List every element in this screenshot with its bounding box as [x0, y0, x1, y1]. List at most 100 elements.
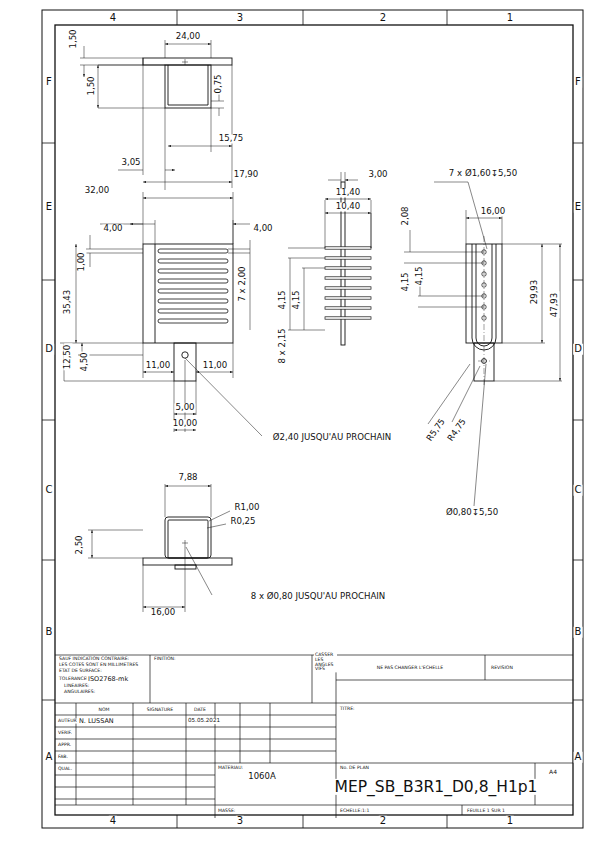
title-block-text: MEP_SB_B3R1_D0,8_H1p1: [334, 779, 539, 795]
inner-frame: [55, 25, 573, 815]
dimension-text: 16,00: [480, 207, 507, 216]
title-block-text: 1060A: [247, 772, 276, 781]
dimension-text: 4,15: [401, 271, 410, 292]
title-block-text: NE PAS CHANGER L'ECHELLE: [376, 666, 444, 671]
bottom-view-dimensions: [88, 484, 230, 612]
dimension-text: 5,00: [174, 403, 195, 412]
zone-label: B: [574, 627, 583, 638]
dimension-text: 10,00: [172, 419, 199, 428]
right-view: [466, 236, 502, 385]
zone-label: 3: [236, 13, 244, 24]
dimension-text: Ø2,40 JUSQU'AU PROCHAIN: [272, 433, 392, 442]
dimension-text: 4,15: [292, 289, 301, 310]
title-block-text: SAUF INDICATION CONTRAIRE:: [58, 657, 130, 662]
bottom-view: [143, 517, 232, 569]
front-view: [143, 244, 233, 381]
zone-label: 1: [506, 816, 514, 827]
dimension-text: 8 x 2,15: [278, 327, 287, 364]
right-holes: [482, 250, 486, 320]
dimension-text: 3,05: [120, 158, 141, 167]
dimension-text: 7 x Ø1,60↧5,50: [448, 169, 518, 178]
dimension-text: R4,75: [446, 416, 469, 443]
top-view: [143, 58, 232, 108]
dimension-text: 11,00: [202, 361, 229, 370]
zone-label: F: [574, 77, 582, 88]
title-block-text: A4: [548, 769, 558, 775]
dimension-text: 10,40: [335, 202, 362, 211]
title-block-text: SIGNATURE: [146, 708, 174, 713]
title-block-text: VERIF.: [57, 731, 73, 736]
dimension-text: 1,50: [87, 75, 96, 96]
side-pins: [325, 247, 371, 319]
dimension-text: 2,08: [401, 205, 410, 226]
dimension-text: 17,90: [233, 170, 260, 179]
right-view-dimensions: [404, 182, 562, 506]
zone-label: A: [574, 752, 583, 763]
zone-label: B: [45, 627, 54, 638]
title-block-text: LES COTES SONT EN MILLIMETRES: [58, 663, 139, 668]
title-block-text: ECHELLE:1:1: [339, 809, 370, 814]
dimension-text: 3,00: [367, 170, 388, 179]
zone-label: D: [573, 344, 583, 355]
dimension-text: Ø0,80↧5,50: [445, 508, 499, 517]
dimension-text: 4,15: [278, 289, 287, 310]
dimension-text: 35,43: [63, 289, 72, 316]
title-block-text: FAB.: [57, 755, 69, 760]
title-block-text: No. DE PLAN: [339, 766, 370, 771]
dimension-text: 0,75: [214, 73, 223, 94]
title-block-text: NOM: [97, 708, 110, 713]
zone-label: 3: [236, 816, 244, 827]
dimension-text: 16,00: [150, 608, 177, 617]
zone-label: C: [45, 485, 54, 496]
title-block-text: AUTEUR: [57, 719, 78, 724]
dimension-text: 32,00: [84, 186, 111, 195]
dimension-text: 4,50: [80, 351, 89, 372]
dimension-text: 4,15: [415, 265, 424, 286]
front-view-dimensions: [60, 192, 262, 436]
dimension-text: 7 x 2,00: [238, 265, 247, 302]
title-block-text: ANGULAIRES:: [63, 690, 96, 695]
zone-label: A: [45, 752, 54, 763]
dimension-text: R0,25: [229, 517, 256, 526]
zone-label: F: [45, 77, 53, 88]
dimension-text: 29,93: [530, 279, 539, 306]
title-block-text: MATERIAU:: [217, 766, 244, 771]
title-block-text: QUAL.: [57, 767, 73, 772]
dimension-text: 8 x Ø0,80 JUSQU'AU PROCHAIN: [250, 592, 386, 601]
title-block: [55, 655, 573, 818]
dimension-text: 11,00: [145, 361, 172, 370]
zone-label: 4: [109, 816, 117, 827]
title-block-text: REVISION: [490, 666, 514, 671]
zone-label: E: [574, 202, 582, 213]
zone-label: C: [574, 485, 583, 496]
dimension-text: R5,75: [425, 416, 448, 443]
title-block-text: MASSE:: [217, 809, 236, 814]
zone-ticks: [42, 10, 583, 828]
title-block-text: CASSER LES ANGLES VIFS: [314, 653, 337, 672]
zone-label: 4: [109, 13, 117, 24]
dimension-text: 15,75: [218, 134, 245, 143]
title-block-text: TITRE:: [339, 707, 356, 712]
title-block-text: APPR.: [57, 743, 72, 748]
title-block-text: FEUILLE 1 SUR 1: [466, 809, 506, 814]
outer-frame: [42, 10, 583, 828]
zone-label: D: [44, 344, 54, 355]
dimension-text: 2,50: [75, 534, 84, 555]
dimension-text: 47,93: [550, 292, 559, 319]
dimension-text: 7,88: [177, 473, 198, 482]
title-block-text: ISO2768-mk: [87, 676, 129, 683]
title-block-text: 05.05.2021: [187, 718, 221, 724]
dimension-text: 12,50: [63, 344, 72, 371]
zone-label: 2: [379, 816, 387, 827]
fin-slots: [158, 249, 228, 323]
dimension-text: 1,00: [77, 251, 86, 272]
title-block-text: N. LUSSAN: [78, 718, 115, 725]
top-view-dimensions: [80, 40, 232, 190]
side-view-dimensions: [288, 172, 371, 330]
zone-label: 1: [506, 13, 514, 24]
dimension-text: 4,00: [102, 224, 123, 233]
dimension-text: 24,00: [175, 32, 202, 41]
dimension-text: 1,50: [69, 28, 78, 49]
